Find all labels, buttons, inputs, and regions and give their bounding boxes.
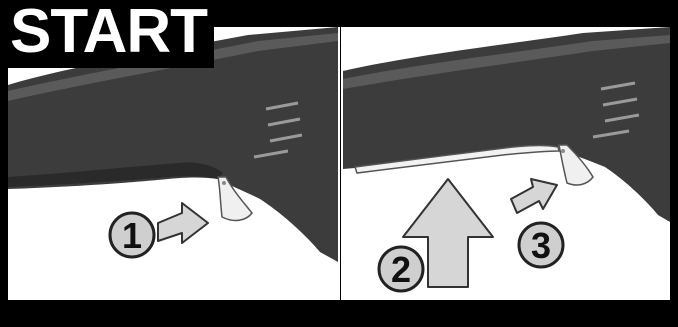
step-2-badge: 2 — [379, 247, 423, 291]
step-3-number: 3 — [531, 225, 551, 266]
page-title: START — [10, 0, 207, 66]
device-illustration-right: 2 3 — [343, 27, 670, 300]
step-3-badge: 3 — [519, 223, 563, 267]
arrow-icon — [158, 203, 208, 243]
step-1-number: 1 — [122, 215, 142, 256]
step-2-number: 2 — [391, 249, 411, 290]
step-2-3-panel: 2 3 — [343, 27, 670, 300]
arrow-icon — [511, 179, 557, 213]
title-banner: START — [0, 0, 214, 68]
step-1-badge: 1 — [110, 213, 154, 257]
